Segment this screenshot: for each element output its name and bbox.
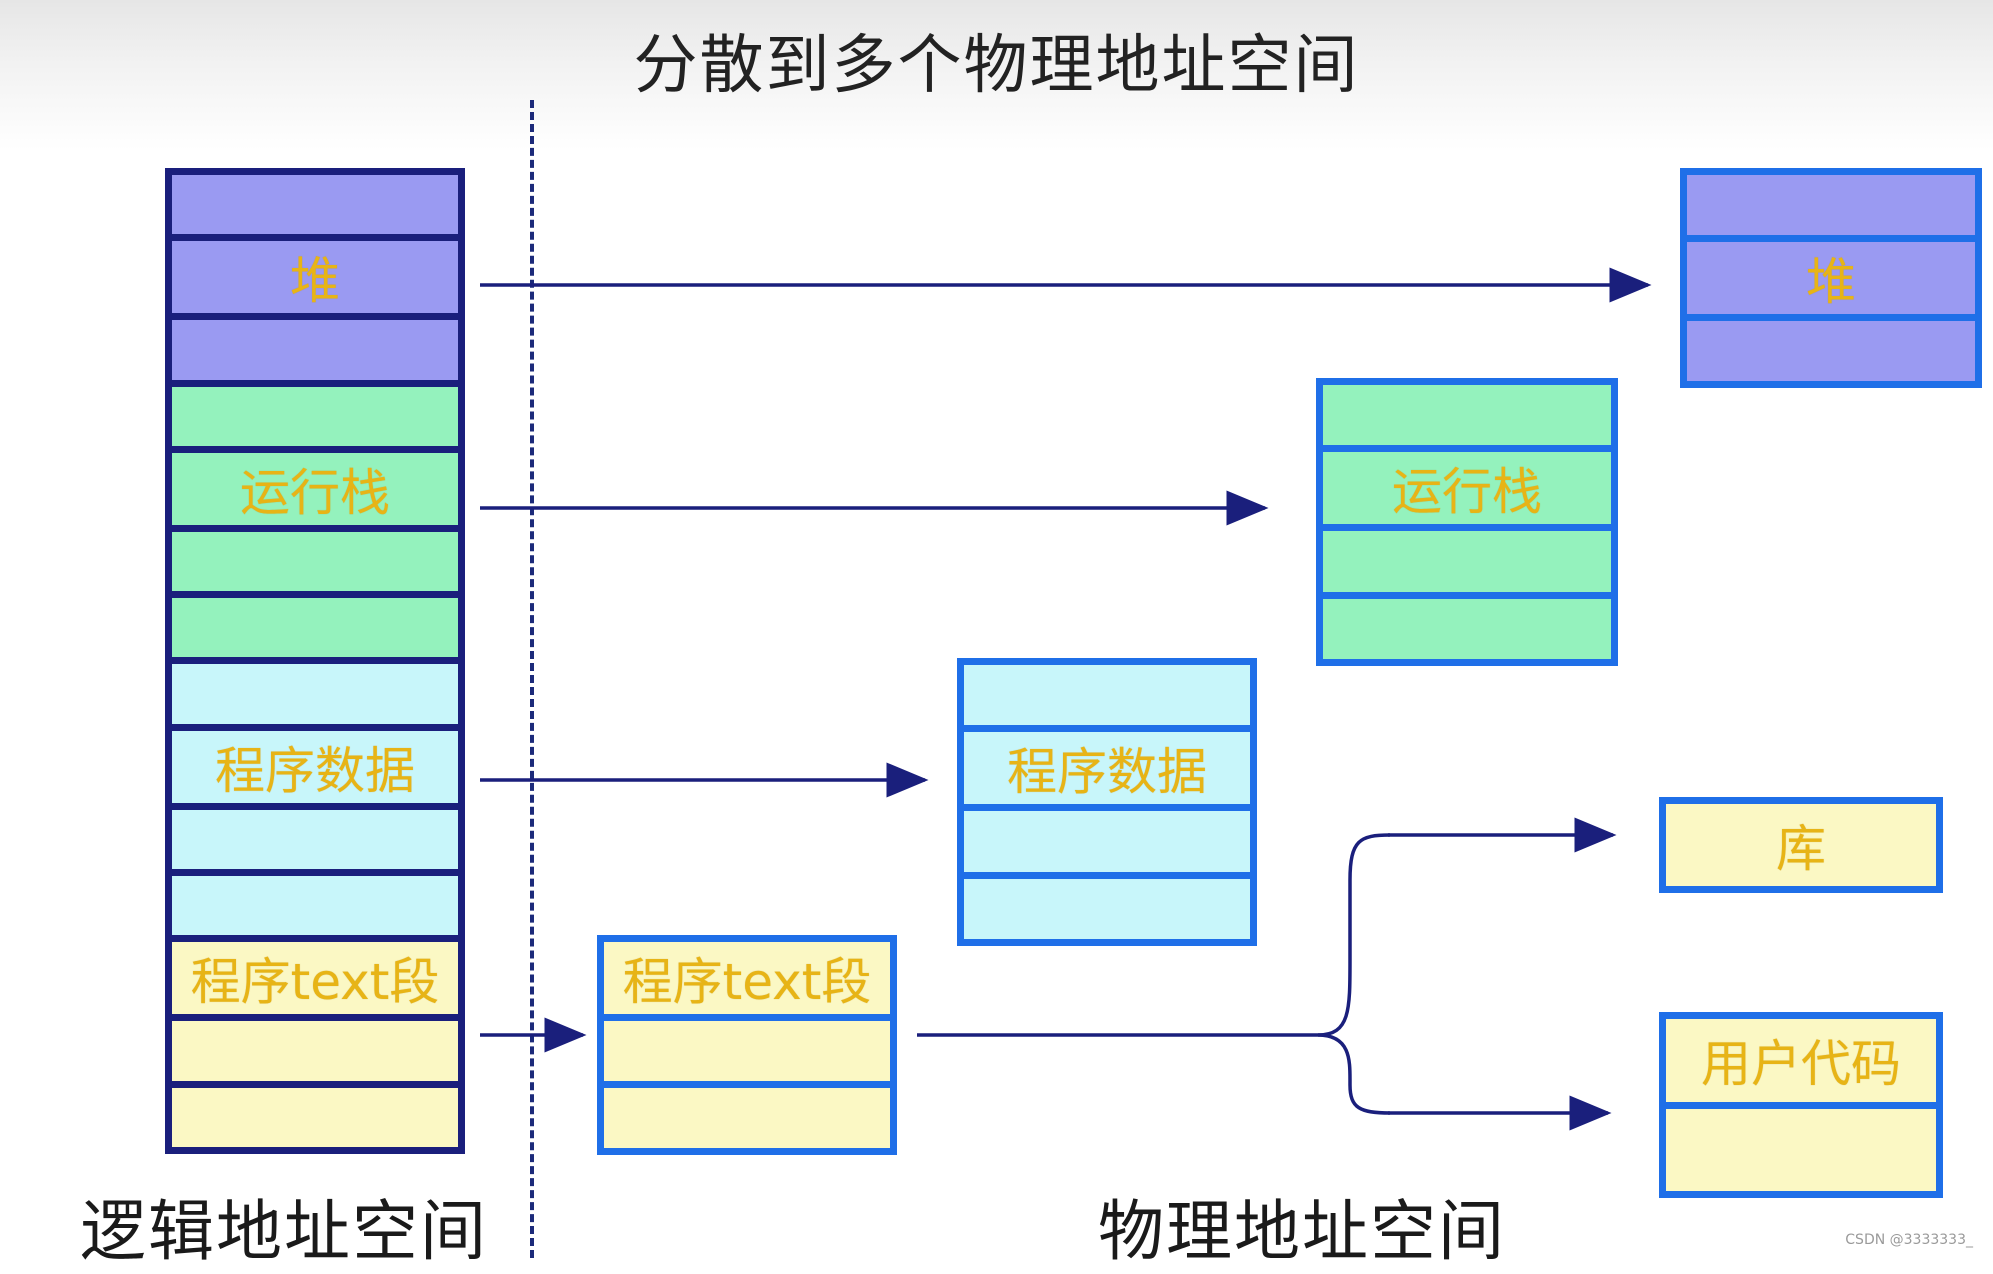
physical-row-stack — [1323, 531, 1611, 592]
logical-row-text — [172, 1021, 458, 1081]
logical-address-space-block: 堆运行栈程序数据程序text段 — [165, 168, 465, 1154]
logical-row-label: 堆 — [290, 252, 340, 311]
physical-row-heap: 堆 — [1687, 242, 1975, 314]
physical-heap-block: 堆 — [1680, 168, 1982, 388]
physical-row-heap — [1687, 321, 1975, 381]
physical-row-data — [964, 811, 1250, 872]
logical-row-stack — [172, 386, 458, 446]
physical-row-data — [964, 878, 1250, 939]
logical-row-data — [172, 876, 458, 936]
logical-row-data: 程序数据 — [172, 730, 458, 803]
watermark: CSDN @3333333_ — [1845, 1232, 1973, 1248]
split-brace — [1317, 833, 1391, 1037]
logical-row-label: 程序数据 — [215, 741, 415, 800]
physical-row-data: 程序数据 — [964, 732, 1250, 805]
logical-row-stack — [172, 531, 458, 592]
physical-row-label: 程序数据 — [1007, 743, 1207, 802]
physical-data-block: 程序数据 — [957, 658, 1257, 946]
physical-row-stack: 运行栈 — [1323, 452, 1611, 525]
physical-row-user_code — [1666, 1108, 1936, 1191]
logical-row-heap — [172, 320, 458, 380]
physical-row-label: 用户代码 — [1701, 1035, 1901, 1094]
logical-row-heap: 堆 — [172, 241, 458, 314]
logical-row-stack — [172, 598, 458, 658]
physical-row-stack — [1323, 385, 1611, 446]
logical-row-text: 程序text段 — [172, 942, 458, 1015]
logical-row-label: 程序text段 — [190, 953, 440, 1012]
address-space-divider — [530, 100, 534, 1258]
physical-row-label: 堆 — [1806, 253, 1856, 311]
physical-row-text — [604, 1021, 890, 1081]
physical-row-text — [604, 1088, 890, 1148]
physical-row-heap — [1687, 175, 1975, 235]
physical-space-caption: 物理地址空间 — [1098, 1193, 1506, 1270]
physical-stack-block: 运行栈 — [1316, 378, 1618, 666]
physical-row-text: 程序text段 — [604, 942, 890, 1014]
physical-row-data — [964, 665, 1250, 726]
logical-space-caption: 逻辑地址空间 — [80, 1193, 488, 1270]
logical-row-stack: 运行栈 — [172, 452, 458, 525]
physical-user-code-block: 用户代码 — [1659, 1012, 1943, 1198]
physical-library-block: 库 — [1659, 797, 1943, 893]
physical-row-label: 运行栈 — [1392, 463, 1542, 522]
split-brace-lower — [1317, 1033, 1391, 1115]
physical-row-user_code: 用户代码 — [1666, 1019, 1936, 1102]
physical-row-label: 程序text段 — [622, 953, 872, 1011]
logical-row-text — [172, 1087, 458, 1147]
logical-row-data — [172, 664, 458, 724]
physical-row-label: 库 — [1776, 820, 1826, 878]
logical-row-data — [172, 809, 458, 870]
physical-text-block: 程序text段 — [597, 935, 897, 1155]
logical-row-heap — [172, 175, 458, 235]
logical-row-label: 运行栈 — [240, 463, 390, 522]
diagram-title: 分散到多个物理地址空间 — [633, 29, 1360, 103]
physical-row-lib: 库 — [1666, 804, 1936, 886]
physical-row-stack — [1323, 598, 1611, 659]
